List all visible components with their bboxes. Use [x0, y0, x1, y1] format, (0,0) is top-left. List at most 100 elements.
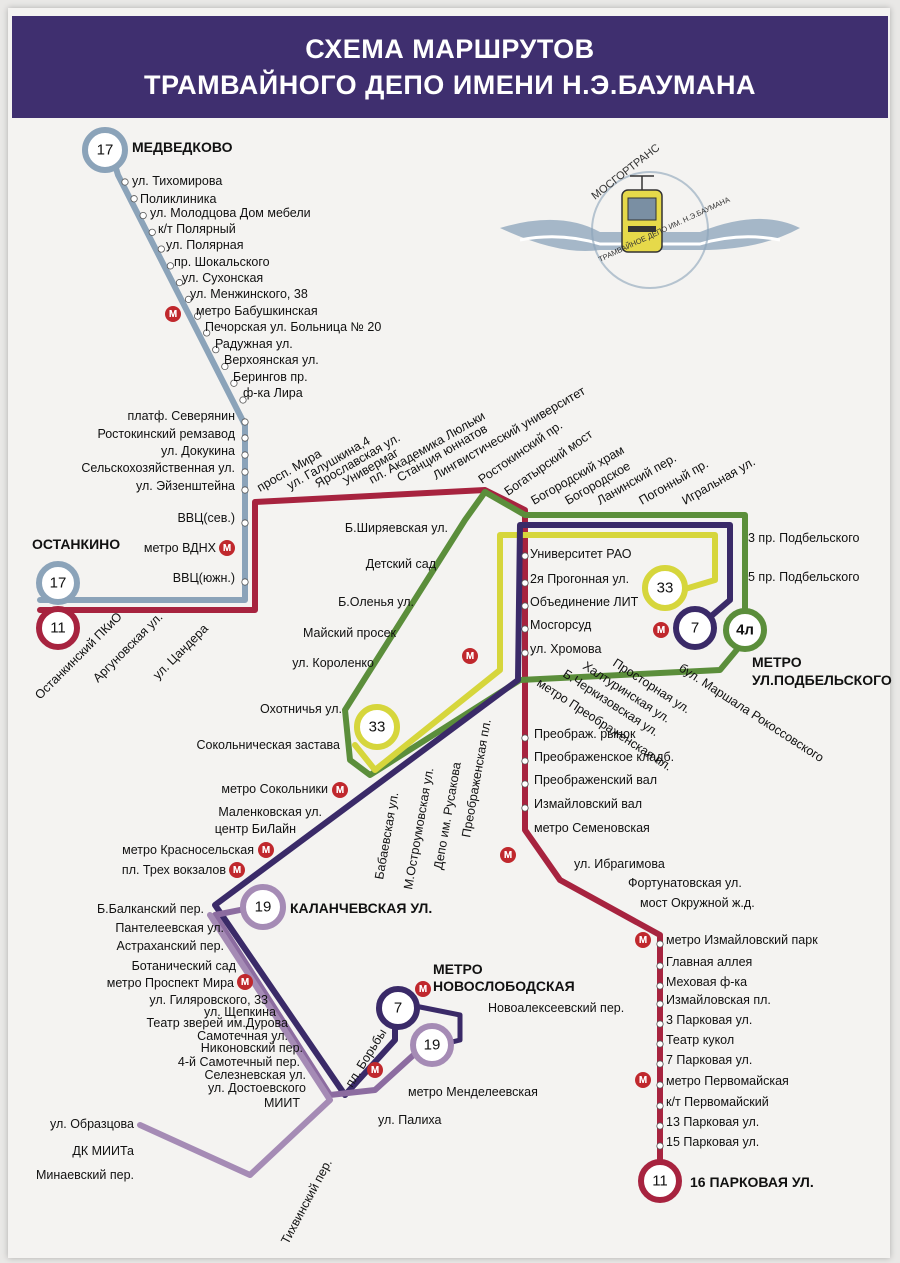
stop-label: ул. Образцова: [50, 1117, 134, 1131]
stops-route17: ул. Тихомирова Поликлиника ул. Молодцова…: [81, 174, 381, 585]
title-line-2: ТРАМВАЙНОГО ДЕПО ИМЕНИ Н.Э.БАУМАНА: [144, 70, 756, 100]
stop-label: метро Семеновская: [534, 821, 650, 835]
badge-17-medvedkovo: 17: [82, 127, 128, 173]
stop-label: Охотничья ул.: [260, 702, 342, 716]
stop-dot: [521, 625, 529, 633]
stop-dot: [130, 195, 138, 203]
stop-dot: [230, 379, 238, 387]
stops-mira-south: Б.Балканский пер. Пантелеевская ул. Астр…: [97, 902, 306, 1110]
stop-label: Маленковская ул.: [218, 805, 322, 819]
stop-label: пр. Шокальского: [174, 255, 270, 269]
stop-label: Поликлиника: [140, 192, 216, 206]
stop-label: метро Измайловский парк: [666, 933, 818, 947]
stop-dot: [656, 1142, 664, 1150]
stop-label: ул. Гиляровского, 33: [149, 993, 268, 1007]
badge-33-sokolniki: 33: [354, 704, 400, 750]
stop-dot: [239, 396, 247, 404]
stop-label: Ботанический сад: [132, 959, 237, 973]
stop-label: метро Красносельская: [122, 843, 254, 857]
stop-label: Детский сад: [366, 557, 437, 571]
stop-label: ул. Сухонская: [182, 271, 263, 285]
stop-dots: [121, 178, 664, 1150]
stop-label: ул. Цандера: [150, 621, 211, 682]
terminal-medvedkovo: МЕДВЕДКОВО: [132, 139, 233, 155]
terminal-ostankino: ОСТАНКИНО: [32, 536, 120, 552]
terminal-novoslobodskaya-2: НОВОСЛОБОДСКАЯ: [433, 978, 575, 994]
stop-dot: [241, 451, 249, 459]
terminal-kalanchevskaya: КАЛАНЧЕВСКАЯ УЛ.: [290, 900, 432, 916]
badge-7-podbelskogo: 7: [673, 606, 717, 650]
badge-4l-podbelskogo: 4л: [723, 608, 767, 652]
stop-label: 3 пр. Подбельского: [748, 531, 860, 545]
stop-label: Преображенская пл.: [459, 718, 494, 838]
terminal-podbelskogo-2: УЛ.ПОДБЕЛЬСКОГО: [752, 672, 892, 688]
stop-label: Бабаевская ул.: [372, 791, 401, 880]
stop-label: Верхоянская ул.: [224, 353, 319, 367]
stop-dot: [656, 940, 664, 948]
stop-label: Преображ. рынок: [534, 727, 636, 741]
stop-label: Новоалексеевский пер.: [488, 1001, 624, 1015]
stop-label: 33: [657, 580, 674, 597]
stop-dot: [521, 602, 529, 610]
route-19-loop: [137, 912, 333, 1178]
stop-label: 11: [50, 620, 66, 637]
stop-label: ДК МИИТа: [72, 1144, 134, 1158]
stop-label: Преображенский вал: [534, 773, 657, 787]
badge-11-parkovaya: 11: [638, 1159, 682, 1203]
stop-dot: [157, 245, 165, 253]
stop-label: 17: [97, 142, 114, 159]
badge-33-podbelskogo: 33: [642, 565, 688, 611]
stop-dot: [656, 1040, 664, 1048]
stop-label: 11: [652, 1173, 668, 1190]
stop-label: Тихвинский пер.: [278, 1157, 335, 1247]
stop-dot: [203, 329, 211, 337]
stop-label: ул. Молодцова Дом мебели: [150, 206, 311, 220]
stop-label: 17: [50, 575, 67, 592]
stop-label: Преображенское кладб.: [534, 750, 674, 764]
stops-sokolniki: Б.Ширяевская ул. Детский сад Б.Оленья ул…: [122, 521, 448, 877]
stop-dot: [521, 579, 529, 587]
title-line-1: СХЕМА МАРШРУТОВ: [305, 34, 595, 64]
metro-letter: М: [223, 543, 231, 554]
terminal-labels: МЕДВЕДКОВО ОСТАНКИНО МЕТРО УЛ.ПОДБЕЛЬСКО…: [32, 139, 892, 1190]
stop-label: Астраханский пер.: [117, 939, 224, 953]
stop-label: Депо им. Русакова: [431, 761, 464, 871]
stops-central: Университет РАО 2я Прогонная ул. Объедин…: [530, 547, 639, 656]
metro-letter: М: [504, 850, 512, 861]
stop-label: Селезневская ул.: [204, 1068, 306, 1082]
stops-izmailovo: метро Измайловский парк Главная аллея Ме…: [666, 933, 818, 1149]
stop-label: Главная аллея: [666, 955, 752, 969]
stop-dot: [521, 734, 529, 742]
terminal-novoslobodskaya-1: МЕТРО: [433, 961, 483, 977]
stop-dot: [175, 279, 184, 287]
stop-label: Ростокинский ремзавод: [97, 427, 235, 441]
stop-label: Минаевский пер.: [36, 1168, 134, 1182]
stop-label: 19: [255, 899, 272, 916]
stop-dot: [241, 519, 249, 527]
metro-letter: М: [657, 625, 665, 636]
stop-dot: [656, 1060, 664, 1068]
stop-label: Берингов пр.: [233, 370, 308, 384]
stop-label: к/т Первомайский: [666, 1095, 769, 1109]
stop-label: 7: [394, 1000, 402, 1017]
stop-label: ул. Полярная: [166, 238, 244, 252]
stop-label: метро Первомайская: [666, 1074, 789, 1088]
metro-letter: М: [233, 865, 241, 876]
stop-dot: [212, 346, 220, 354]
stop-label: Университет РАО: [530, 547, 632, 561]
stop-dot: [521, 804, 529, 812]
metro-letter: М: [241, 977, 249, 988]
stop-dot: [656, 1122, 664, 1130]
stop-label: 7: [691, 620, 699, 637]
badge-11-ostankino: 11: [36, 606, 80, 650]
stop-label: Б.Ширяевская ул.: [345, 521, 448, 535]
stop-dot: [521, 757, 529, 765]
metro-letter: М: [169, 309, 177, 320]
stop-label: Б.Балканский пер.: [97, 902, 204, 916]
stop-label: 4-й Самотечный пер.: [178, 1055, 300, 1069]
stop-label: ул. Менжинского, 38: [190, 287, 308, 301]
stop-label: ул. Щепкина: [204, 1005, 276, 1019]
stop-label: 7 Парковая ул.: [666, 1053, 752, 1067]
metro-letter: М: [639, 935, 647, 946]
